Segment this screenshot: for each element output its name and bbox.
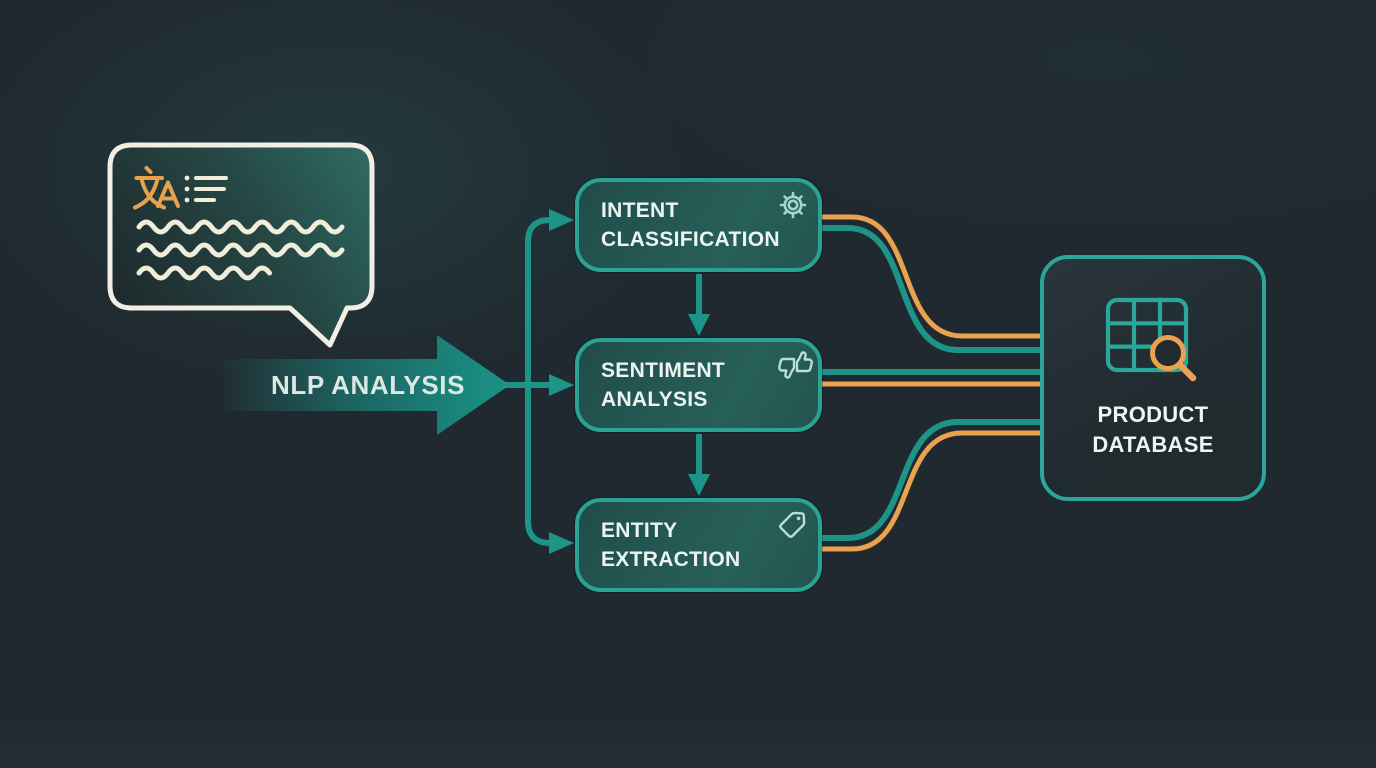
gear-icon	[779, 191, 807, 219]
nlp-arrow	[224, 335, 510, 435]
db-connectors-teal	[820, 225, 1046, 541]
db-connectors-orange	[820, 214, 1046, 552]
wave-line	[136, 265, 272, 281]
connector-entity-to-db-orange	[820, 430, 1046, 552]
arrowhead-to-sentiment	[549, 374, 574, 396]
translate-icon	[133, 166, 180, 210]
connector-intent-to-db-orange	[820, 214, 1046, 339]
list-icon	[184, 175, 228, 203]
magnifier-icon	[1150, 335, 1186, 371]
wavy-text-lines	[136, 219, 345, 281]
node-label: INTENT CLASSIFICATION	[601, 199, 780, 251]
flow-arrow-intent-to-sentiment	[688, 274, 710, 336]
nlp-arrow-label: NLP ANALYSIS	[270, 369, 466, 400]
wave-line	[136, 219, 345, 235]
arrowhead-to-intent	[549, 209, 574, 231]
wave-line	[136, 242, 345, 258]
connector-entity-to-db-teal	[820, 419, 1046, 541]
branch-connector	[500, 217, 553, 546]
thumbs-up-down-icon	[778, 351, 813, 379]
flow-arrow-sentiment-to-entity	[688, 434, 710, 496]
node-label: ENTITY EXTRACTION	[601, 519, 741, 571]
database-label: PRODUCT DATABASE	[1092, 402, 1214, 457]
arrowhead-to-entity	[549, 532, 574, 554]
tag-icon	[779, 511, 806, 538]
node-intent-classification: INTENT CLASSIFICATION	[575, 178, 822, 272]
node-sentiment-analysis: SENTIMENT ANALYSIS	[575, 338, 822, 432]
table-search-icon	[1105, 297, 1197, 382]
speech-bubble	[107, 142, 375, 348]
connector-intent-to-db-teal	[820, 225, 1046, 353]
node-label: SENTIMENT ANALYSIS	[601, 359, 726, 411]
node-entity-extraction: ENTITY EXTRACTION	[575, 498, 822, 592]
product-database-box: PRODUCT DATABASE	[1040, 255, 1266, 501]
branch-arrowheads	[549, 209, 574, 554]
